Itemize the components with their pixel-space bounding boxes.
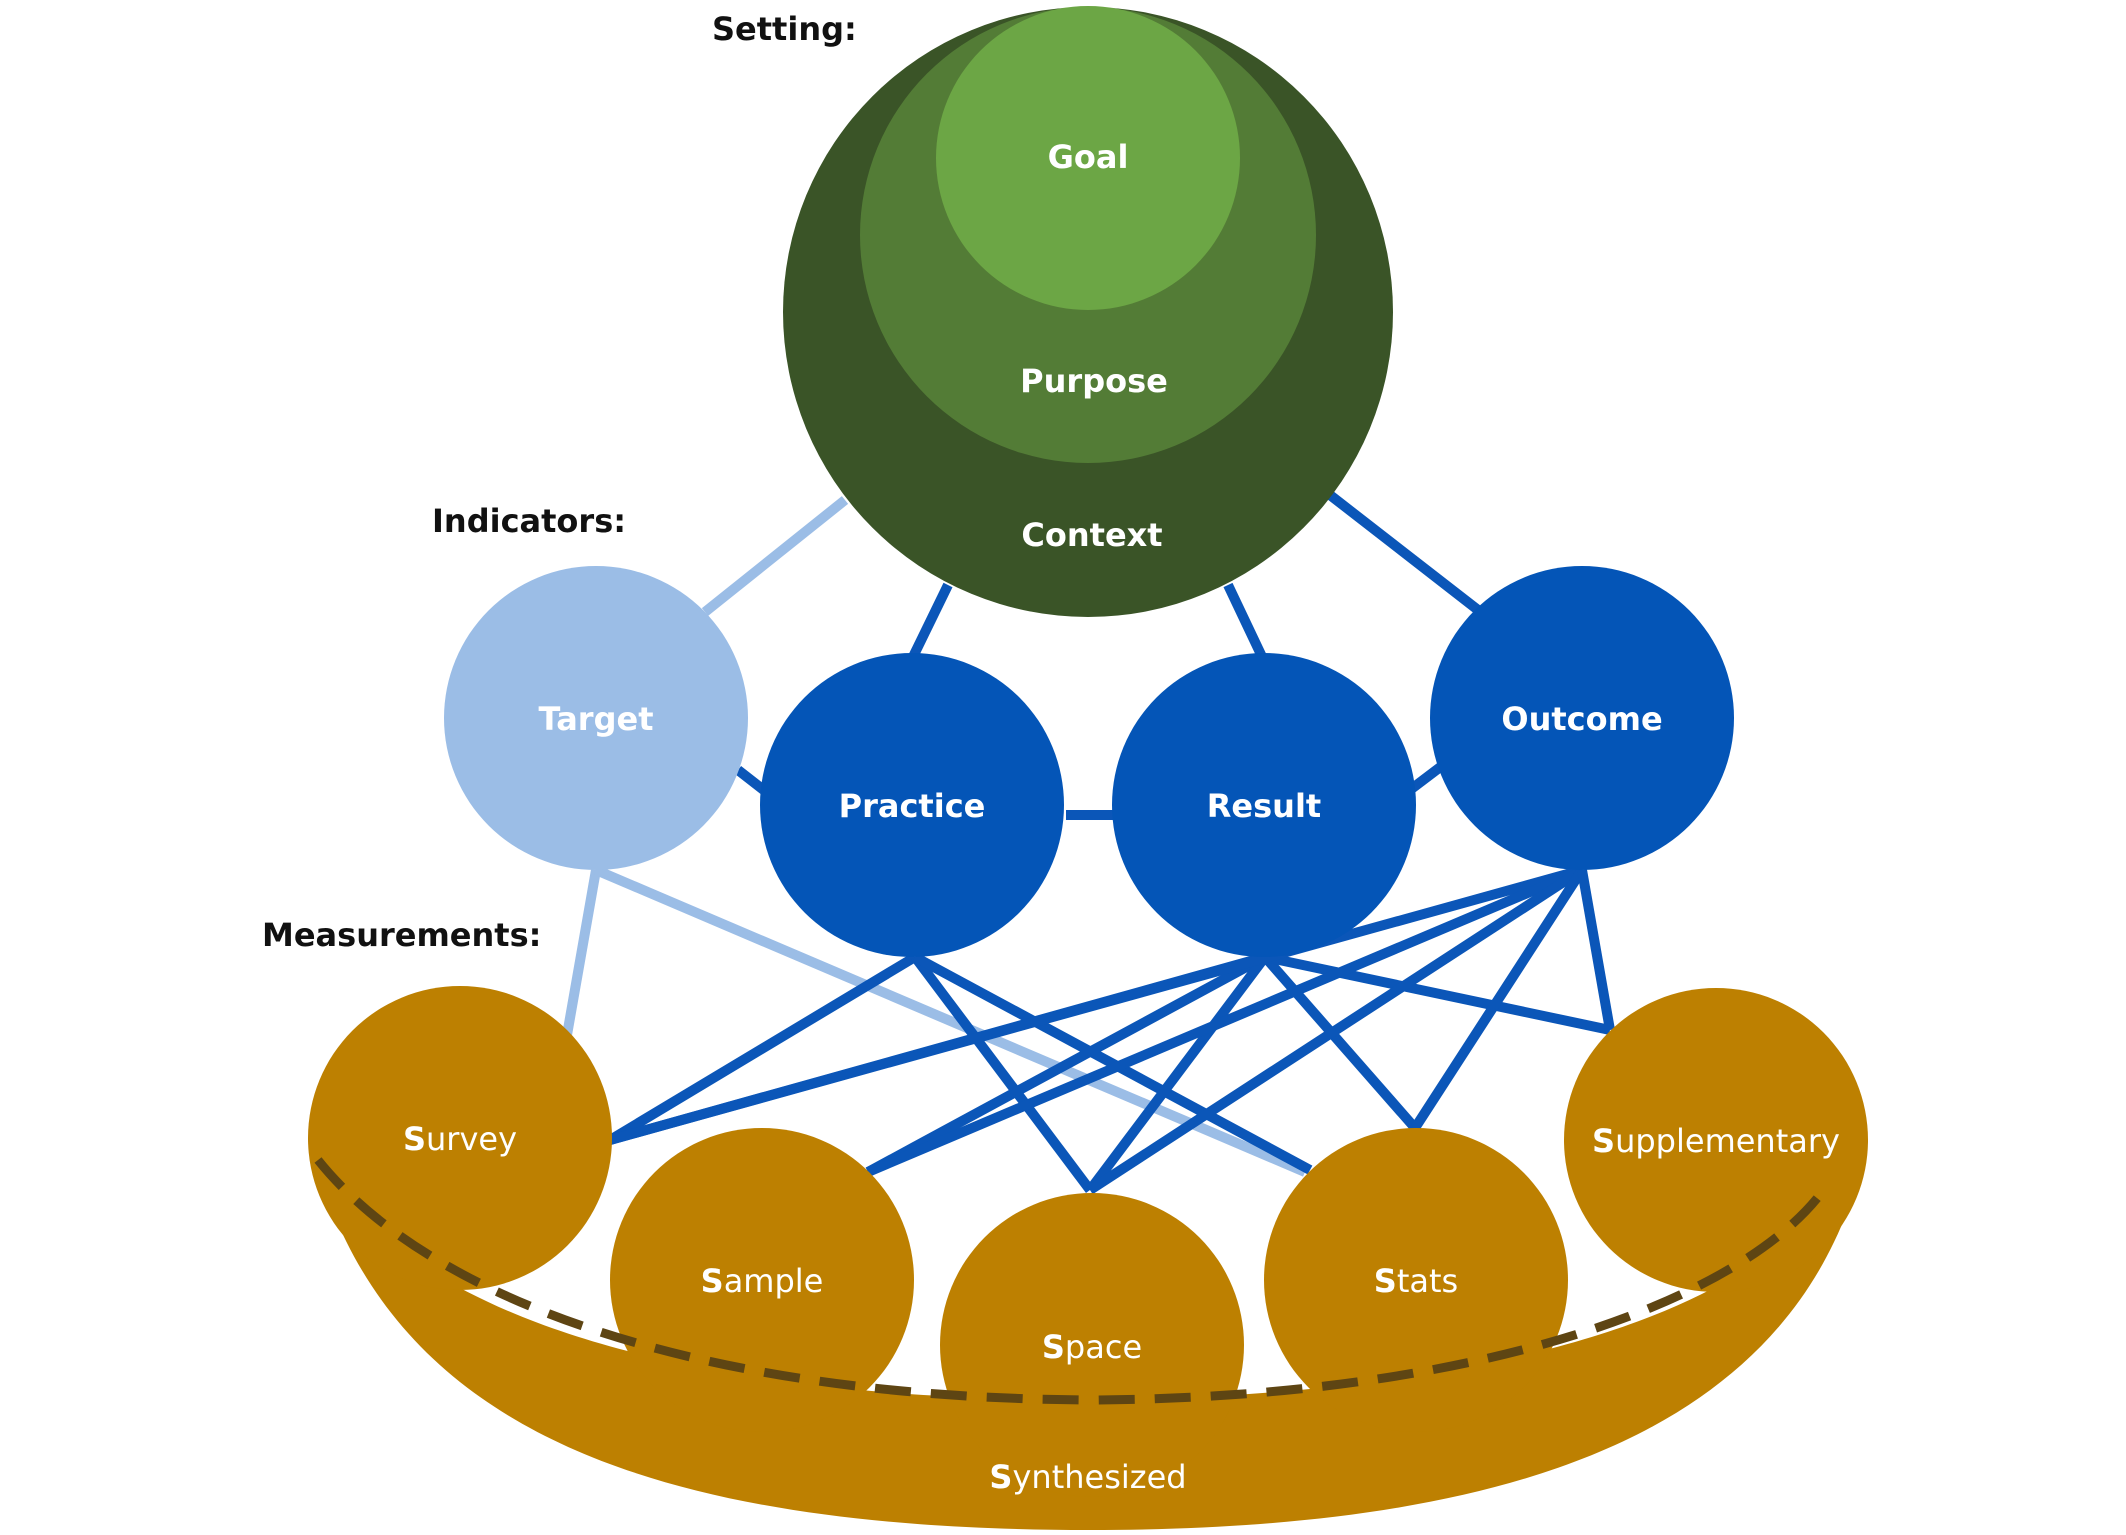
context-label: Context [1021, 516, 1162, 554]
link-outcome-sample [866, 865, 1584, 1177]
practice-circle [760, 653, 1064, 957]
link-setting-outcome [1326, 491, 1482, 614]
link-outcome-stats [1410, 867, 1587, 1131]
supplementary-circle [1564, 988, 1868, 1292]
survey-circle [308, 986, 612, 1290]
measurements-label: Measurements: [262, 916, 541, 954]
link-practice-space [911, 953, 1094, 1194]
link-practice-survey [607, 952, 918, 1145]
setting-circles [783, 6, 1393, 617]
synthesized-dashed-arc [314, 1157, 1829, 1405]
result-label: Result [1207, 787, 1321, 825]
sample-label: Sample [701, 1262, 824, 1300]
link-setting-result [1223, 582, 1270, 666]
connector-lines [562, 491, 1615, 1195]
result-circle [1112, 653, 1416, 957]
supplementary-label: Supplementary [1592, 1122, 1840, 1160]
link-result-sample [865, 952, 1268, 1177]
space-circle [940, 1193, 1244, 1497]
link-result-space [1086, 953, 1269, 1194]
link-result-supplementary [1263, 952, 1612, 1035]
link-outcome-supplementary [1577, 869, 1615, 1031]
setting-label: Setting: [712, 10, 857, 48]
outcome-label: Outcome [1501, 700, 1662, 738]
link-result-stats [1261, 953, 1419, 1132]
goal-label: Goal [1048, 138, 1129, 176]
practice-label: Practice [839, 787, 986, 825]
link-setting-practice [905, 582, 953, 666]
purpose-label: Purpose [1020, 362, 1168, 400]
link-outcome-survey [608, 865, 1584, 1145]
goal-circle [936, 6, 1240, 310]
target-circle [444, 566, 748, 870]
space-label: Space [1042, 1328, 1142, 1366]
link-target-survey [562, 869, 601, 1036]
link-outcome-space [1087, 865, 1585, 1195]
link-setting-target [701, 496, 849, 616]
synthesized-band [310, 1140, 1868, 1530]
synthesized-label: Synthesized [989, 1458, 1186, 1496]
outcome-circle [1430, 566, 1734, 870]
stats-label: Stats [1374, 1262, 1458, 1300]
link-result-outcome [1406, 761, 1447, 794]
target-label: Target [539, 700, 654, 738]
survey-label: Survey [403, 1120, 517, 1158]
indicators-label: Indicators: [432, 502, 626, 540]
indicator-circles [444, 566, 1734, 957]
